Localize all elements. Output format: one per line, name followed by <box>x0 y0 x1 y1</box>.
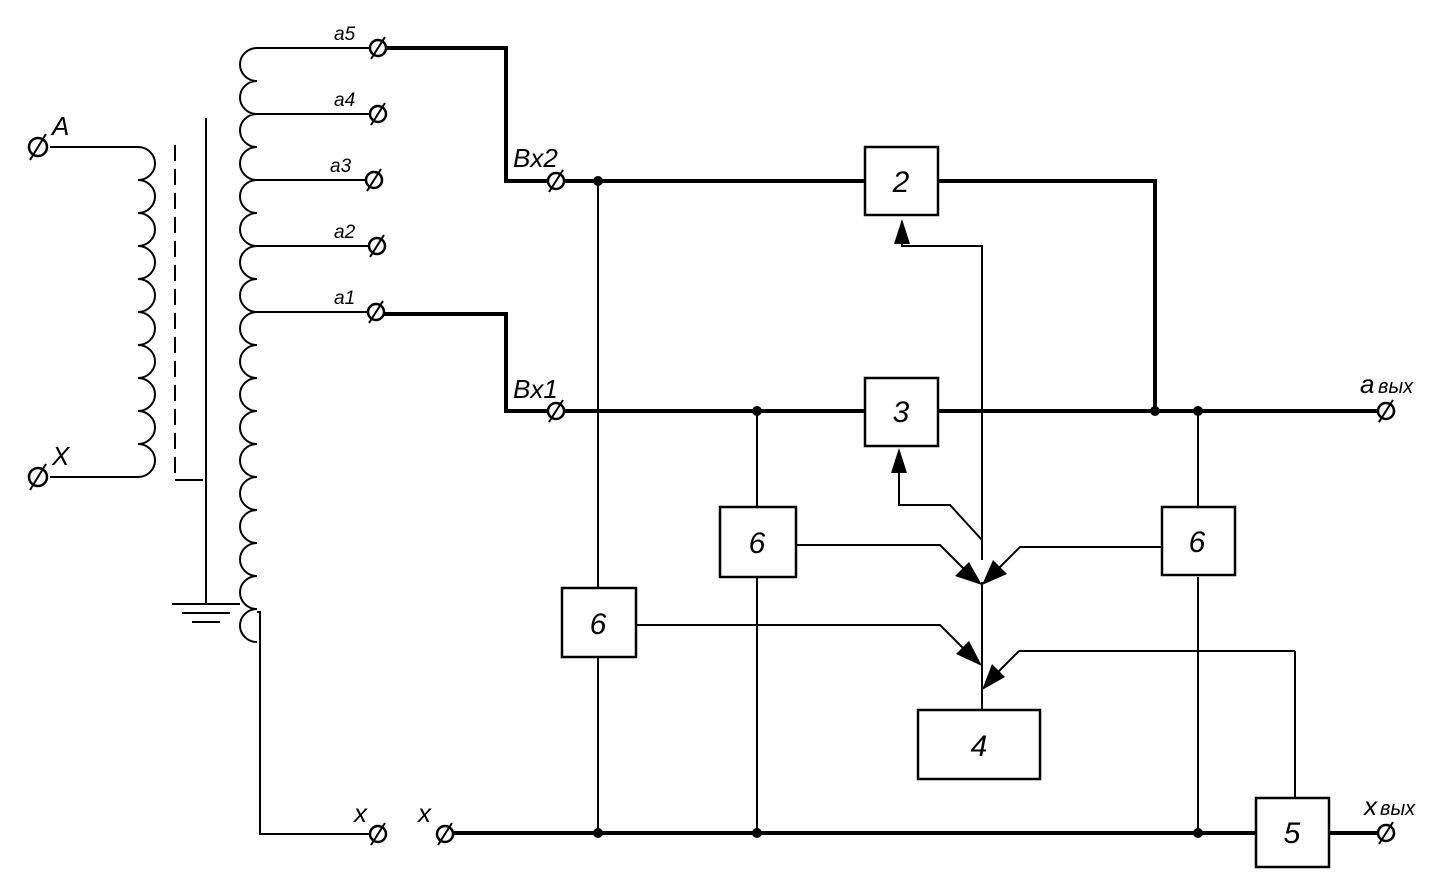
output-terminal-x[interactable]: x вых <box>1362 791 1416 845</box>
terminal-X[interactable]: X <box>27 441 71 491</box>
arrow-merge-left <box>955 562 982 585</box>
arrowheads <box>891 219 1007 690</box>
block-6-middle-label: 6 <box>749 527 766 560</box>
tap-a4-label: a4 <box>334 90 355 111</box>
block-3-label: 3 <box>893 396 910 429</box>
block-6-left[interactable]: 6 <box>560 586 638 659</box>
secondary-winding <box>239 47 370 835</box>
tap-a4[interactable]: a4 <box>334 90 388 126</box>
transformer-core <box>174 118 207 604</box>
block-6-right[interactable]: 6 <box>1160 505 1237 577</box>
tap-a3[interactable]: a3 <box>330 156 384 192</box>
neutral-terminal-1[interactable]: x <box>352 798 388 846</box>
tap-a1[interactable]: a1 <box>334 288 386 324</box>
output-x-label: x <box>1362 791 1378 821</box>
arrow-merge-right <box>982 560 1007 585</box>
power-wires <box>384 46 1378 835</box>
tap-a5-label: a5 <box>334 24 356 45</box>
arrow-to-block4-right <box>982 664 1005 690</box>
block-5[interactable]: 5 <box>1254 796 1331 869</box>
input-bx2-label: Bx2 <box>513 143 558 173</box>
input-terminal-bx1[interactable]: Bx1 <box>513 374 566 423</box>
tap-a2-label: a2 <box>334 222 356 243</box>
output-terminal-a[interactable]: a вых <box>1360 369 1414 423</box>
primary-winding <box>50 146 156 478</box>
output-x-subscript: вых <box>1380 798 1416 820</box>
junctions <box>593 176 1203 838</box>
block-6-right-label: 6 <box>1189 526 1206 559</box>
neutral-terminal-2-label: x <box>416 798 432 828</box>
terminal-A-label: A <box>50 111 69 141</box>
tap-a3-label: a3 <box>330 156 352 177</box>
input-terminal-bx2[interactable]: Bx2 <box>513 143 566 193</box>
block-6-left-label: 6 <box>590 608 607 641</box>
arrow-to-block2 <box>894 219 910 244</box>
ground-icon <box>172 603 240 623</box>
terminal-X-label: X <box>51 441 71 471</box>
arrow-to-block4-left <box>956 641 982 666</box>
neutral-terminal-2[interactable]: x <box>416 798 455 846</box>
block-4-label: 4 <box>971 730 988 763</box>
block-3[interactable]: 3 <box>863 376 940 448</box>
block-6-middle[interactable]: 6 <box>718 505 798 579</box>
output-a-subscript: вых <box>1378 376 1414 398</box>
block-4[interactable]: 4 <box>916 708 1042 781</box>
neutral-terminal-1-label: x <box>352 798 368 828</box>
tap-a1-label: a1 <box>334 288 355 309</box>
tap-a2[interactable]: a2 <box>334 222 387 258</box>
input-bx1-label: Bx1 <box>513 374 558 404</box>
arrow-to-block3 <box>891 448 907 473</box>
block-2-label: 2 <box>892 166 910 199</box>
block-2[interactable]: 2 <box>863 145 940 217</box>
terminal-A[interactable]: A <box>27 111 69 161</box>
block-5-label: 5 <box>1284 817 1301 850</box>
tap-a5[interactable]: a5 <box>334 24 388 60</box>
output-a-label: a <box>1360 369 1374 399</box>
